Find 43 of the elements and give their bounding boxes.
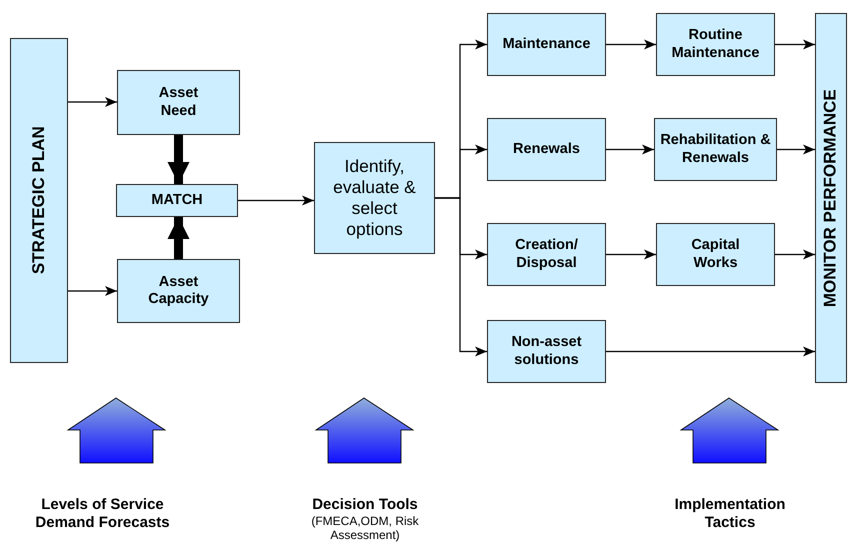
arrow xyxy=(168,135,190,184)
node-label: Maintenance xyxy=(502,36,590,54)
node-label: Creation/ Disposal xyxy=(514,237,579,272)
vertical-band xyxy=(815,13,847,383)
vertical-band xyxy=(10,38,68,363)
node-label: Renewals xyxy=(513,140,580,158)
process-box xyxy=(487,13,606,76)
caption-text: (FMECA,ODM, Risk Assessment) xyxy=(310,514,420,543)
arrow xyxy=(775,250,815,260)
arrow xyxy=(68,97,117,107)
process-box xyxy=(487,118,606,181)
process-box xyxy=(656,13,775,76)
arrow xyxy=(68,286,117,296)
arrow xyxy=(606,250,656,260)
caption-text: Implementation Tactics xyxy=(674,496,786,532)
process-box xyxy=(116,184,238,217)
process-box xyxy=(117,70,240,135)
node-label: Rehabilitation & Renewals xyxy=(659,132,772,167)
arrow xyxy=(606,40,656,50)
caption-text: Decision Tools xyxy=(311,496,419,514)
node-label: MONITOR PERFORMANCE xyxy=(820,89,841,307)
process-box xyxy=(487,320,606,383)
process-box xyxy=(654,118,777,181)
node-label: MATCH xyxy=(151,192,203,210)
arrow xyxy=(435,197,487,356)
arrow xyxy=(606,144,654,154)
arrow xyxy=(775,40,815,50)
arrow xyxy=(168,217,190,259)
arrow xyxy=(606,346,815,356)
process-box xyxy=(117,259,240,323)
node-label: Identify, evaluate & select options xyxy=(332,156,417,240)
node-label: Routine Maintenance xyxy=(670,27,760,62)
arrow xyxy=(238,196,314,206)
node-label: Capital Works xyxy=(690,237,741,272)
node-label: Non-asset solutions xyxy=(510,334,583,369)
process-box xyxy=(314,142,435,254)
node-label: STRATEGIC PLAN xyxy=(28,126,49,274)
process-box xyxy=(487,223,606,286)
node-label: Asset Need xyxy=(158,85,200,120)
node-label: Asset Capacity xyxy=(147,274,210,308)
arrow xyxy=(777,144,815,154)
process-box xyxy=(656,223,775,286)
caption-text: Levels of Service Demand Forecasts xyxy=(34,496,171,532)
